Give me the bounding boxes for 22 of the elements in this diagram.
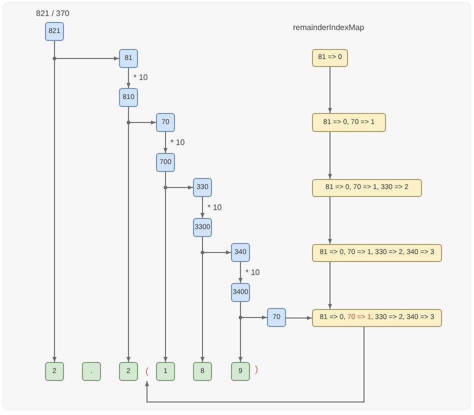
arrow: [145, 326, 364, 402]
arrow: [328, 262, 332, 310]
arrow: [328, 66, 332, 114]
arrow: [164, 172, 168, 362]
edge-label: * 10: [134, 74, 148, 82]
arrow: [52, 40, 56, 362]
arrow: [200, 196, 204, 218]
arrow: [238, 302, 242, 362]
edge-label: * 10: [246, 268, 260, 276]
edge-label: * 10: [208, 204, 222, 212]
arrow: [286, 316, 312, 320]
arrow: [126, 106, 130, 362]
edge-label: * 10: [170, 138, 185, 146]
map-title: remainderIndexMap: [293, 24, 364, 32]
arrow: [200, 236, 204, 362]
parenthesis-label: (: [143, 364, 151, 380]
arrow: [164, 132, 168, 154]
arrow: [328, 196, 332, 244]
arrow: [328, 132, 332, 180]
arrow: [238, 262, 242, 284]
arrow: [126, 68, 130, 88]
division-label: 821 / 370: [36, 10, 70, 18]
